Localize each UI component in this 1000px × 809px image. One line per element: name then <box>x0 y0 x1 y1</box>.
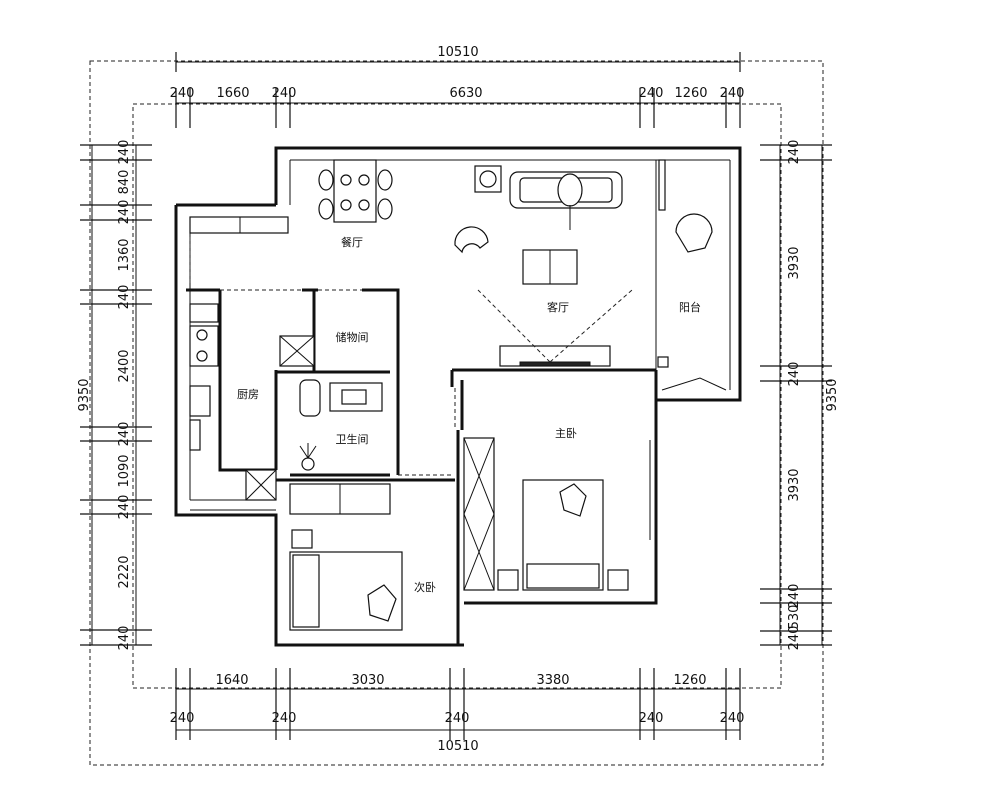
balcony-drain <box>657 356 669 368</box>
master-chair-icon <box>559 483 587 517</box>
outer-dashed-boundary <box>89 60 824 766</box>
wall-master-south <box>464 370 658 605</box>
dim-top-seg: 1260 <box>674 86 707 101</box>
interior-walls <box>186 159 731 645</box>
dim-right-seg: 240 <box>787 140 802 165</box>
dimension-lines <box>80 52 832 740</box>
inner-dashed-boundary <box>132 103 782 689</box>
wall-west-south <box>174 205 464 647</box>
bed-pillows <box>292 554 320 628</box>
dim-bottom-seg: 3030 <box>351 673 384 688</box>
dim-bottom-wall: 240 <box>720 711 745 726</box>
room-label-dining: 餐厅 <box>341 235 363 249</box>
dim-right-seg: 240 <box>787 584 802 609</box>
dining-table-set <box>318 159 393 223</box>
dim-bottom-wall: 240 <box>272 711 297 726</box>
burner-icon <box>196 329 208 341</box>
dim-bottom-wall: 240 <box>639 711 664 726</box>
dim-top-seg: 240 <box>272 86 297 101</box>
room-label-storage: 储物间 <box>336 330 369 344</box>
dim-bottom-seg: 3380 <box>536 673 569 688</box>
dim-left-seg: 2400 <box>117 349 132 382</box>
desk-chair-icon <box>367 584 397 622</box>
dim-bottom-seg: 1640 <box>215 673 248 688</box>
dim-right-seg: 240 <box>787 626 802 651</box>
master-bed-pillows <box>526 563 600 589</box>
tv-view-lines <box>477 289 633 363</box>
dim-left-seg: 240 <box>117 626 132 651</box>
room-label-bathroom: 卫生间 <box>336 432 369 446</box>
dim-right-seg: 3930 <box>787 468 802 501</box>
dim-left-seg: 1090 <box>117 454 132 487</box>
dim-bottom-wall: 240 <box>170 711 195 726</box>
floor-plant-icon <box>299 443 317 471</box>
dim-left-seg: 240 <box>117 200 132 225</box>
dim-top-seg: 240 <box>170 86 195 101</box>
nightstand <box>497 569 519 591</box>
dim-top-seg: 240 <box>639 86 664 101</box>
dim-right-seg: 240 <box>787 362 802 387</box>
toilet-icon <box>299 379 321 417</box>
tv-icon <box>519 361 591 367</box>
nightstand <box>607 569 629 591</box>
door-openings <box>189 237 456 476</box>
dim-left-seg: 1360 <box>117 238 132 271</box>
plant-icon <box>479 170 497 188</box>
balcony-rail <box>658 159 666 211</box>
room-label-kitchen: 厨房 <box>237 388 259 401</box>
nightstand <box>291 529 313 549</box>
dim-left-total: 9350 <box>77 378 92 411</box>
dim-left-seg: 240 <box>117 422 132 447</box>
dim-right-total: 9350 <box>825 378 840 411</box>
dim-bottom-seg: 1260 <box>673 673 706 688</box>
room-label-master-bedroom: 主卧 <box>555 427 577 440</box>
dim-top-total: 10510 <box>437 45 478 60</box>
dim-top-seg: 6630 <box>449 86 482 101</box>
burner-icon <box>196 350 208 362</box>
dim-left-seg: 240 <box>117 285 132 310</box>
dim-top-seg: 240 <box>720 86 745 101</box>
dim-bottom-wall: 240 <box>445 711 470 726</box>
dim-bottom-total: 10510 <box>437 739 478 754</box>
sofa <box>509 171 623 230</box>
dim-right-seg: 530 <box>787 605 802 630</box>
kitchen-counter <box>189 303 219 323</box>
balcony-door-swing <box>661 377 727 391</box>
kitchen-appliance <box>189 419 201 451</box>
basin-icon <box>341 389 367 405</box>
room-label-second-bedroom: 次卧 <box>414 580 436 594</box>
kitchen-sink <box>189 385 211 417</box>
room-label-balcony: 阳台 <box>679 300 701 314</box>
dim-left-seg: 240 <box>117 140 132 165</box>
armchair-right-icon <box>675 213 713 253</box>
dim-left-seg: 240 <box>117 495 132 520</box>
armchair-left-icon <box>454 226 489 254</box>
room-label-living: 客厅 <box>547 300 569 314</box>
master-wardrobe <box>463 437 495 591</box>
dining-cabinet <box>189 216 289 234</box>
dim-right-seg: 3930 <box>787 246 802 279</box>
wall-north-east <box>274 146 742 402</box>
dim-left-seg: 2220 <box>117 555 132 588</box>
dim-top-seg: 1660 <box>216 86 249 101</box>
dim-left-seg: 840 <box>117 170 132 195</box>
plant-stand <box>474 165 502 193</box>
